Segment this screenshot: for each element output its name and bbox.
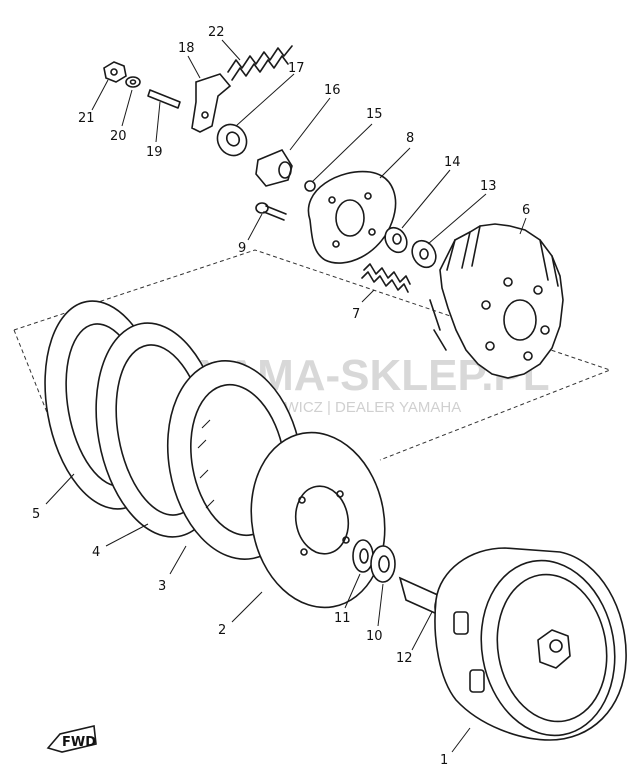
- label-16: 16: [324, 83, 341, 98]
- part-6-clutch-boss: [429, 223, 564, 379]
- label-13: 13: [480, 179, 497, 194]
- part-16-push-piece: [255, 149, 293, 187]
- label-8: 8: [406, 131, 414, 146]
- part-20-washer: [125, 76, 141, 88]
- part-9-screw: [255, 202, 287, 221]
- label-15: 15: [366, 107, 383, 122]
- label-4: 4: [92, 545, 100, 560]
- label-1: 1: [440, 753, 448, 767]
- fwd-direction-arrow: FWD: [46, 725, 97, 753]
- label-12: 12: [396, 651, 413, 666]
- label-21: 21: [78, 111, 95, 126]
- part-number-labels: 1 2 3 4 5 6 7 8 9 10 11 12 13 14 15 16 1…: [32, 25, 530, 767]
- label-22: 22: [208, 25, 225, 40]
- part-13-washer: [411, 239, 437, 269]
- part-15-ball: [304, 180, 316, 192]
- part-8-pressure-plate: [307, 170, 397, 264]
- part-2-pressure-plate: [250, 431, 386, 609]
- fwd-label: FWD: [62, 735, 96, 750]
- label-5: 5: [32, 507, 40, 522]
- label-10: 10: [366, 629, 383, 644]
- part-14-bearing: [384, 226, 408, 254]
- leader-lines: [45, 39, 527, 753]
- label-17: 17: [288, 61, 305, 76]
- part-18-lever: [191, 73, 232, 133]
- part-11-washer: [352, 539, 374, 573]
- part-7-spring: [361, 263, 411, 293]
- watermark-subtitle: HOWICZ | DEALER YAMAHA: [262, 399, 461, 416]
- label-20: 20: [110, 129, 127, 144]
- label-11: 11: [334, 611, 351, 626]
- label-19: 19: [146, 145, 163, 160]
- part-10-washer: [370, 545, 396, 583]
- label-3: 3: [158, 579, 166, 594]
- label-14: 14: [444, 155, 461, 170]
- label-7: 7: [352, 307, 360, 322]
- label-9: 9: [238, 241, 246, 256]
- part-21-nut: [103, 61, 127, 83]
- label-18: 18: [178, 41, 195, 56]
- part-17-bearing: [216, 123, 248, 157]
- part-1-clutch-housing: [434, 547, 627, 741]
- label-6: 6: [522, 203, 530, 218]
- label-2: 2: [218, 623, 226, 638]
- part-19-pin: [147, 89, 181, 109]
- part-22-spring: [227, 45, 293, 81]
